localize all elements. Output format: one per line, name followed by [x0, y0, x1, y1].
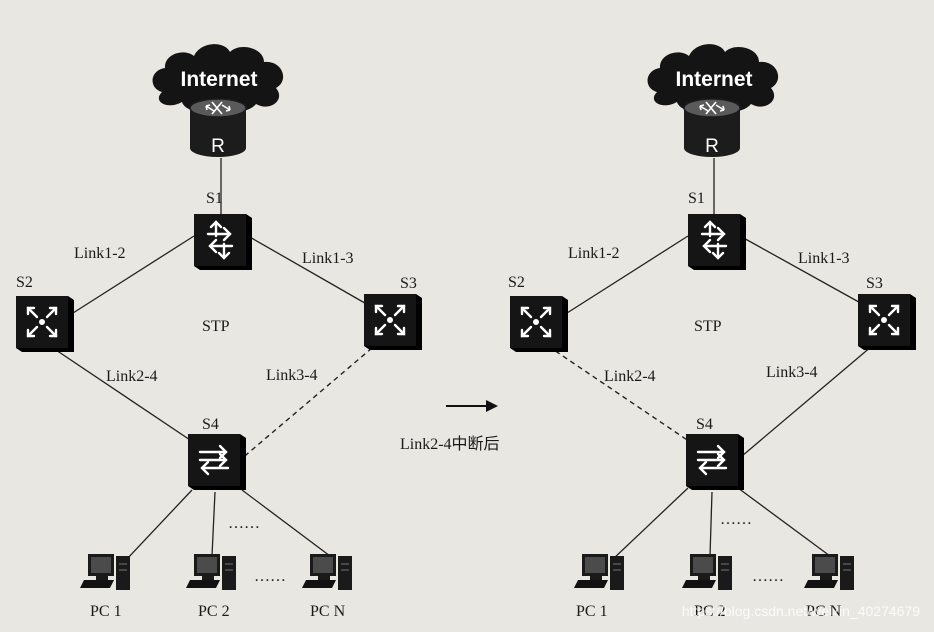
left-topology: Internet R S1 S2 S3 S4 Link1-2 Link1-3 L… — [14, 44, 424, 620]
transition-caption: Link2-4中断后 — [400, 435, 500, 453]
watermark-text: https://blog.csdn.net/weixin_40274679 — [682, 603, 920, 619]
pcn-icon — [301, 553, 353, 591]
link-s4-pc2 — [211, 491, 216, 557]
switch-s1-label: S1 — [688, 190, 705, 207]
stp-label: STP — [202, 318, 230, 335]
switch-s2-label: S2 — [508, 274, 525, 291]
link2-4-label: Link2-4 — [604, 368, 656, 385]
router-label: R — [705, 136, 719, 157]
link1-3-label: Link1-3 — [302, 250, 354, 267]
ellipsis-upper: …… — [228, 515, 260, 532]
pc1-label: PC 1 — [576, 603, 608, 620]
stp-label: STP — [694, 318, 722, 335]
internet-label: Internet — [180, 68, 257, 91]
right-topology: Internet R S1 S2 S3 S4 Link1-2 Link1-3 L… — [508, 44, 918, 620]
switch-s3-icon — [856, 292, 918, 352]
link3-4-line-blocked — [239, 347, 373, 461]
pc2-label: PC 2 — [694, 603, 726, 620]
link-s4-pc1 — [125, 489, 193, 561]
ellipsis-lower: …… — [254, 568, 286, 585]
pc1-icon — [573, 553, 625, 591]
switch-s2-icon — [508, 294, 570, 354]
switch-s3-label: S3 — [400, 275, 417, 292]
link3-4-label: Link3-4 — [266, 367, 318, 384]
core-switch-s1-icon — [686, 212, 748, 272]
link-s4-pcn — [241, 489, 331, 557]
link1-3-line — [247, 235, 371, 307]
link1-3-line — [739, 235, 867, 307]
pcn-label: PC N — [806, 603, 842, 620]
pcn-label: PC N — [310, 603, 346, 620]
link-s4-pcn — [737, 487, 831, 557]
pc2-label: PC 2 — [198, 603, 230, 620]
access-switch-s4-icon — [186, 432, 248, 492]
link3-4-label: Link3-4 — [766, 364, 818, 381]
pc1-icon — [79, 553, 131, 591]
arrow-head-icon — [486, 400, 498, 412]
ellipsis-lower: …… — [752, 568, 784, 585]
link-s4-pc2 — [709, 491, 713, 557]
link1-2-label: Link1-2 — [74, 245, 126, 262]
switch-s2-icon — [14, 294, 76, 354]
switch-s4-label: S4 — [202, 416, 219, 433]
link1-2-line — [61, 235, 195, 321]
switch-s2-label: S2 — [16, 274, 33, 291]
link3-4-line — [741, 345, 873, 457]
link2-4-line-failed — [547, 345, 703, 451]
link1-2-line — [555, 235, 689, 321]
link1-2-label: Link1-2 — [568, 245, 620, 262]
pc1-label: PC 1 — [90, 603, 122, 620]
link2-4-line — [49, 345, 209, 453]
switch-s1-label: S1 — [206, 190, 223, 207]
switch-s4-label: S4 — [696, 416, 713, 433]
switch-s3-icon — [362, 292, 424, 352]
transition: Link2-4中断后 — [400, 400, 500, 453]
internet-label: Internet — [675, 68, 752, 91]
ellipsis-upper: …… — [720, 511, 752, 528]
link1-3-label: Link1-3 — [798, 250, 850, 267]
link-s4-pc1 — [611, 487, 689, 561]
switch-s3-label: S3 — [866, 275, 883, 292]
access-switch-s4-icon — [684, 432, 746, 492]
pcn-icon — [803, 553, 855, 591]
link2-4-label: Link2-4 — [106, 368, 158, 385]
core-switch-s1-icon — [192, 212, 254, 272]
router-label: R — [211, 136, 225, 157]
pc2-icon — [185, 553, 237, 591]
pc2-icon — [681, 553, 733, 591]
